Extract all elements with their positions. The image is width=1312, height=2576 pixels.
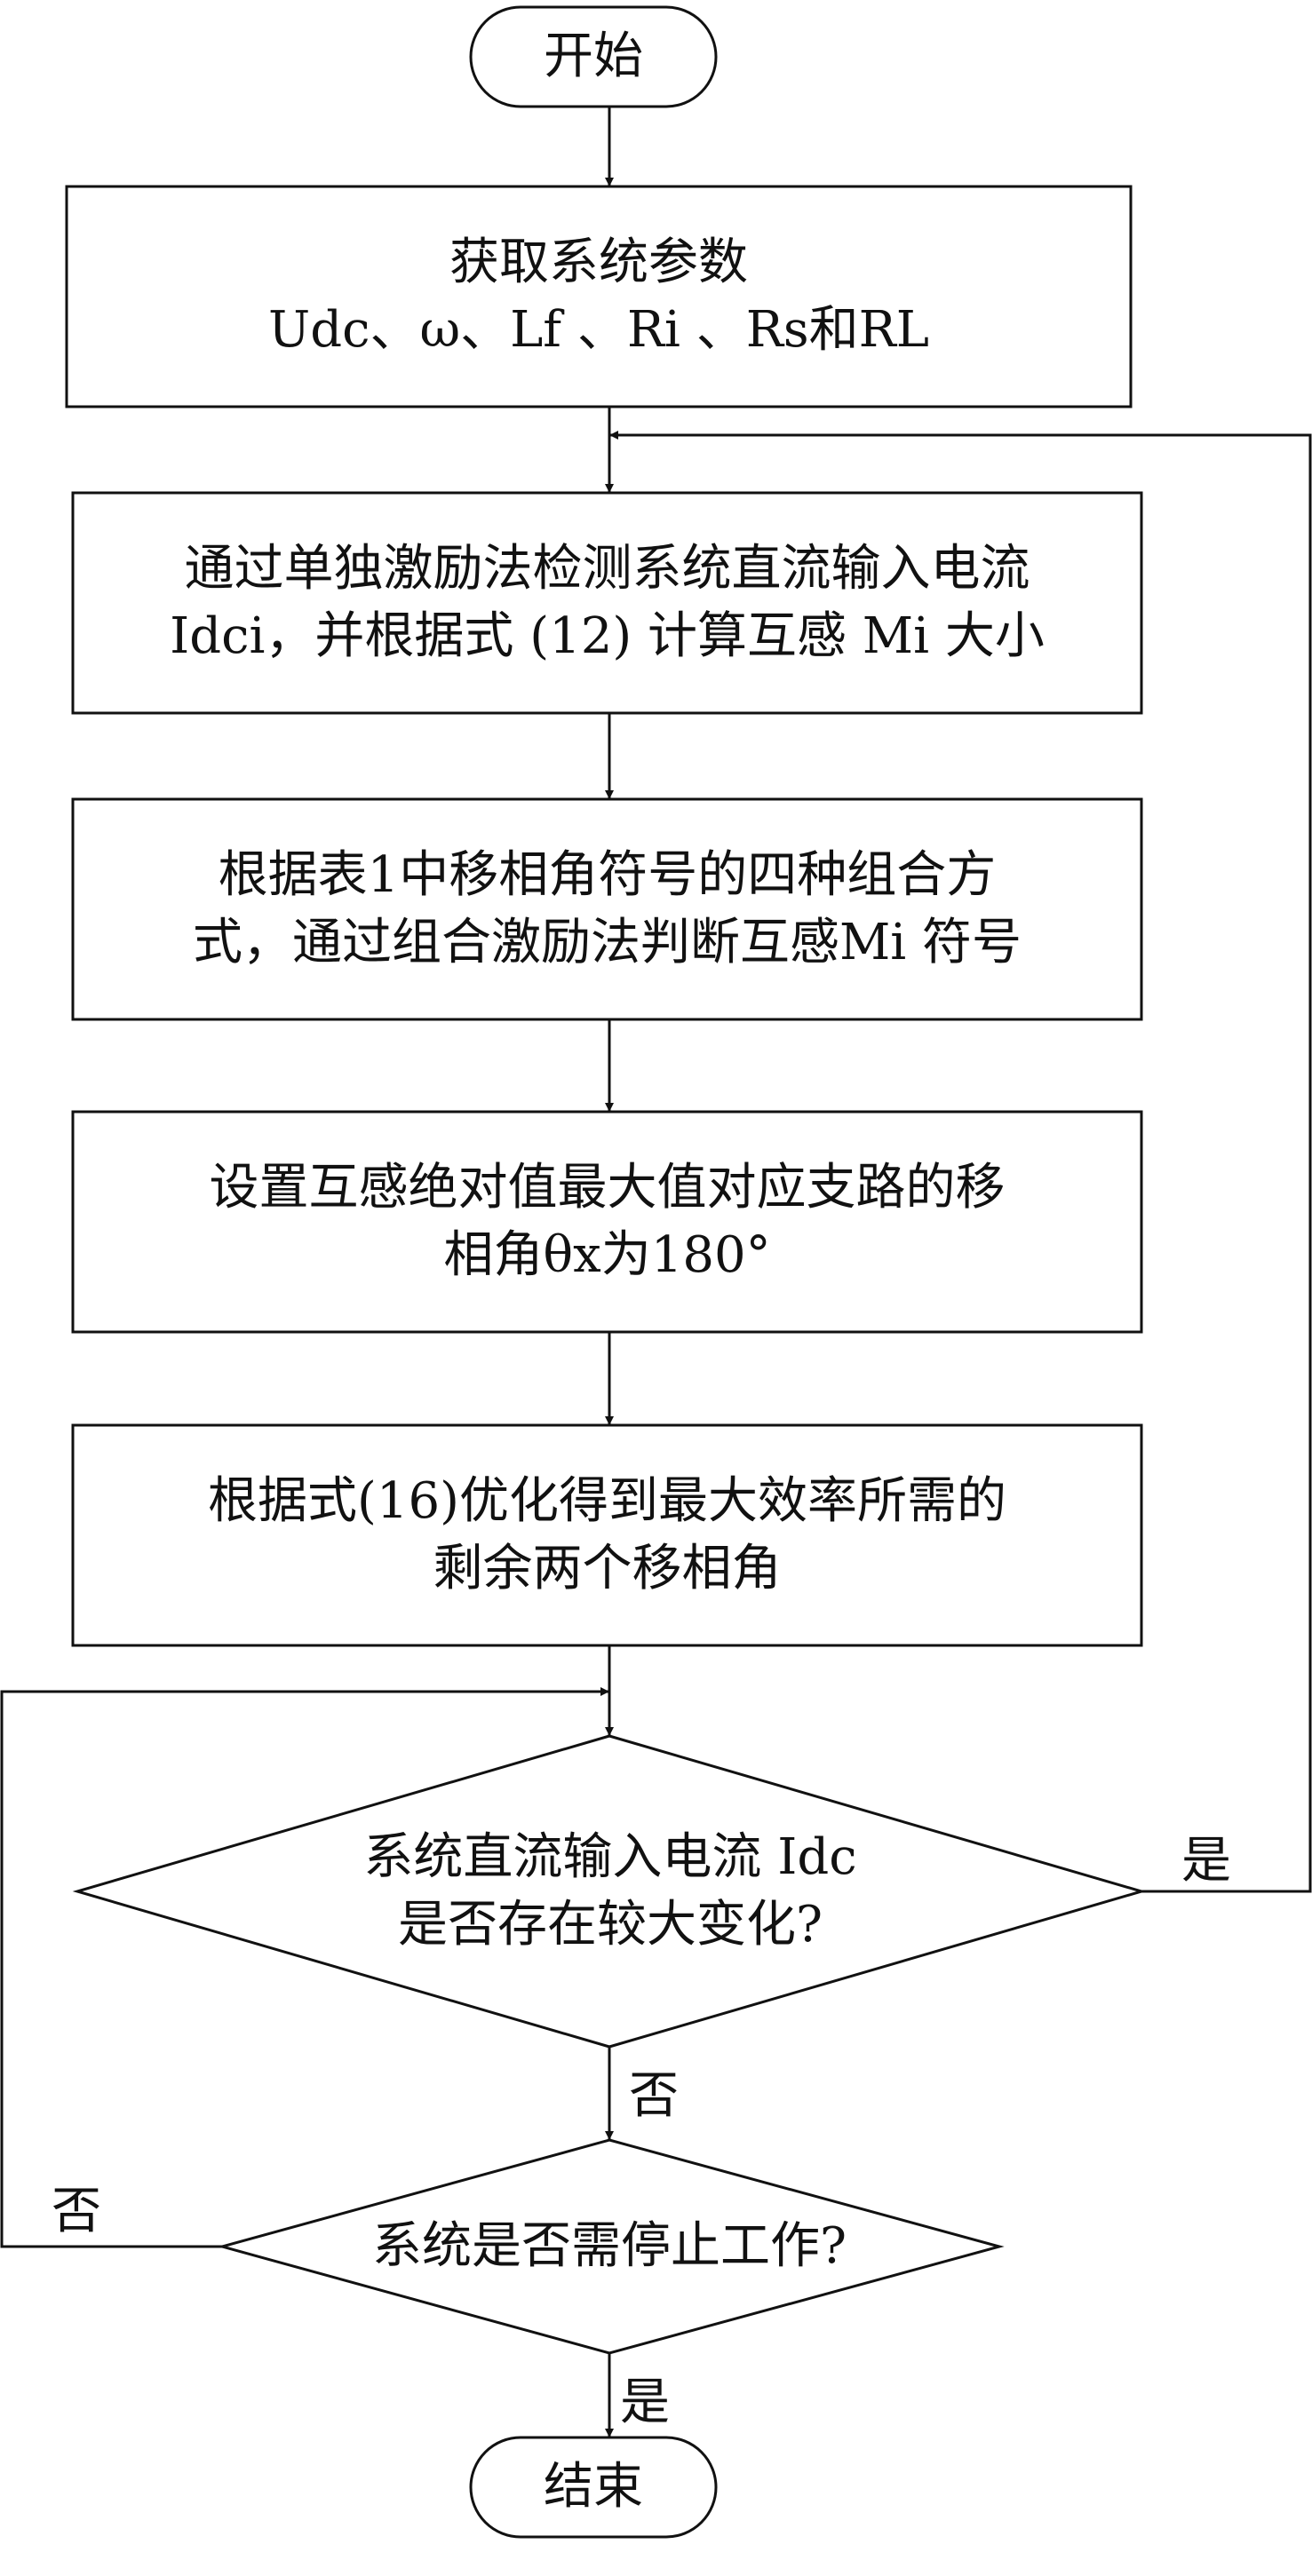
step-text-2: 通过单独激励法检测系统直流输入电流 Idci，并根据式 (12) 计算互感 Mi… [170, 540, 1045, 665]
start-label: 开始 [544, 28, 643, 86]
decision1-yes-label: 是 [1181, 1832, 1231, 1890]
step-box-1 [65, 185, 1133, 408]
step-text-5: 根据式(16)优化得到最大效率所需的 剩余两个移相角 [208, 1472, 1006, 1597]
step-text-4: 设置互感绝对值最大值对应支路的移 相角θx为180° [209, 1159, 1006, 1284]
edge-decision2-no-loop [0, 1687, 609, 2248]
step-box-5 [71, 1423, 1143, 1647]
step-text-3: 根据表1中移相角符号的四种组合方 式，通过组合激励法判断互感Mi 符号 [192, 846, 1022, 971]
start-terminator [469, 5, 718, 108]
step-text-1: 获取系统参数 Udc、ω、Lf 、Ri 、Rs和RL [268, 234, 929, 359]
step-box-2 [71, 491, 1143, 715]
edge-decision1-yes-loop [609, 431, 1312, 1893]
decision-text-2: 系统是否需停止工作? [371, 2217, 847, 2276]
step-box-4 [71, 1110, 1143, 1334]
end-terminator [469, 2436, 718, 2539]
decision2-yes-label: 是 [620, 2374, 670, 2431]
end-label: 结束 [544, 2458, 643, 2517]
step-box-3 [71, 797, 1143, 1021]
decision-text-1: 系统直流输入电流 Idc 是否存在较大变化? [363, 1828, 857, 1954]
decision1-no-label: 否 [629, 2067, 679, 2125]
decision2-no-label: 否 [52, 2183, 101, 2240]
